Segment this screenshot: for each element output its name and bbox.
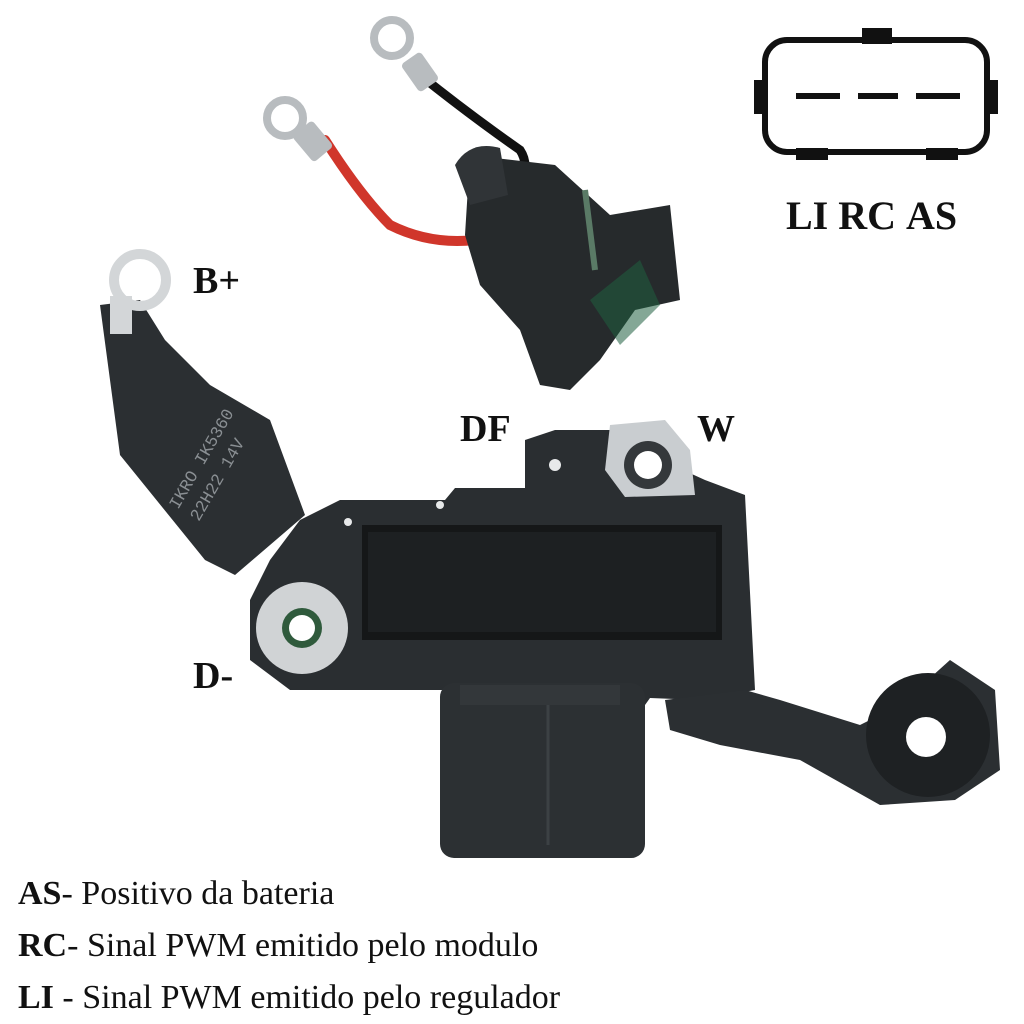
pin-label-rc: RC	[838, 193, 897, 238]
legend-text: Positivo da bateria	[81, 875, 335, 912]
legend-sep: -	[61, 875, 82, 912]
legend-text: Sinal PWM emitido pelo modulo	[86, 927, 539, 964]
connector-socket	[440, 683, 645, 858]
legend-row-as: AS- Positivo da bateria	[18, 868, 560, 920]
legend-text: Sinal PWM emitido pelo regulador	[82, 979, 561, 1016]
pin-label-as: AS	[906, 193, 958, 238]
pin-label-li: LI	[786, 193, 829, 238]
label-w: W	[697, 408, 735, 450]
legend-code: RC	[18, 927, 68, 964]
label-d-minus: D-	[193, 655, 234, 697]
legend-sep: -	[67, 927, 87, 964]
legend-row-rc: RC- Sinal PWM emitido pelo modulo	[18, 920, 560, 972]
legend-sep: -	[53, 979, 83, 1016]
w-terminal	[605, 420, 695, 497]
ring-terminal-red	[263, 96, 333, 162]
regulator-body	[250, 430, 755, 712]
legend-code: LI	[18, 979, 54, 1016]
legend-row-li: LI - Sinal PWM emitido pelo regulador	[18, 972, 560, 1024]
label-b-plus: B+	[193, 260, 240, 302]
connector-plug	[455, 146, 680, 390]
mounting-arm	[665, 660, 1000, 805]
ring-terminal-black	[370, 16, 439, 92]
d-minus-terminal	[256, 582, 348, 674]
pin-legend: AS- Positivo da bateria RC- Sinal PWM em…	[18, 868, 560, 1024]
legend-code: AS	[18, 875, 62, 912]
b-plus-arm: IKRO IK5360 22H22 14V	[100, 249, 305, 575]
label-df: DF	[460, 408, 511, 450]
connector-pinout-diagram	[754, 28, 998, 160]
